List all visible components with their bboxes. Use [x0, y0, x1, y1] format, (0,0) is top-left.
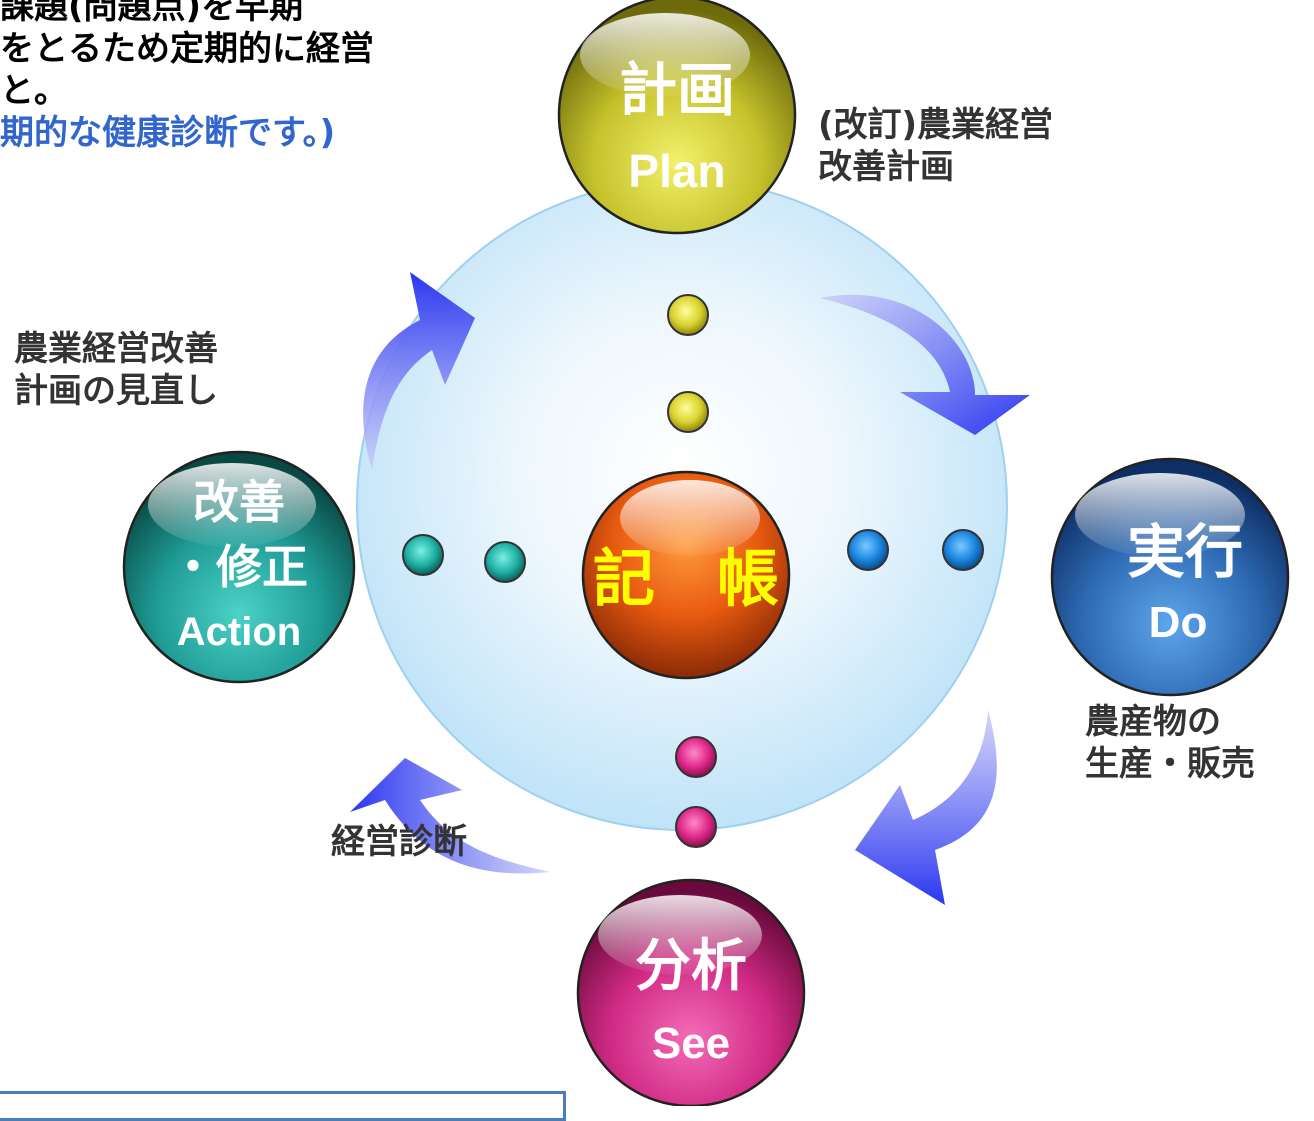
- action-title-line2: ・修正: [170, 540, 308, 594]
- do-sub: Do: [1149, 598, 1208, 647]
- do-note-line-2: 生産・販売: [1085, 744, 1255, 784]
- plan-sub: Plan: [628, 145, 725, 197]
- intro-line-1: 課題(問題点)を早期: [0, 0, 304, 27]
- arrow-action-to-plan: [363, 272, 475, 470]
- action-note-line-1: 農業経営改善: [14, 329, 218, 369]
- do-note-line-1: 農産物の: [1085, 702, 1221, 742]
- intro-text: 課題(問題点)を早期 をとるため定期的に経営 と。 期的な健康診断です。): [0, 0, 374, 154]
- do-sphere: 実行 Do: [1050, 457, 1290, 697]
- see-dot-1: [675, 736, 717, 778]
- do-dot-2: [942, 529, 984, 571]
- see-note-line-1: 経営診断: [331, 822, 467, 862]
- action-dot-1: [402, 534, 444, 576]
- see-sub: See: [652, 1019, 730, 1068]
- plan-sphere: 計画 Plan: [557, 0, 797, 235]
- action-sub: Action: [177, 610, 301, 654]
- see-title: 分析: [635, 934, 747, 999]
- do-dot-1: [847, 529, 889, 571]
- plan-dot-2: [667, 391, 709, 433]
- arrow-see-to-action: [350, 758, 550, 874]
- see-note: 経営診断: [331, 821, 467, 863]
- do-note: 農産物の 生産・販売: [1085, 701, 1255, 785]
- action-sphere: 改善 ・修正 Action: [122, 450, 356, 684]
- action-dot-2: [484, 541, 526, 583]
- do-title: 実行: [1127, 518, 1243, 586]
- plan-note-line-2: 改善計画: [818, 147, 954, 187]
- arrow-do-to-see: [855, 710, 997, 905]
- plan-note: (改訂)農業経営 改善計画: [818, 104, 1053, 188]
- arrow-plan-to-do: [820, 294, 1030, 435]
- intro-line-2: をとるため定期的に経営: [0, 29, 374, 69]
- intro-line-3: と。: [0, 71, 68, 111]
- plan-title: 計画: [619, 56, 735, 124]
- plan-note-line-1: (改訂)農業経営: [818, 105, 1054, 145]
- action-title-line1: 改善: [193, 475, 285, 529]
- bottom-text-box: [0, 1091, 566, 1121]
- action-note-line-2: 計画の見直し: [14, 371, 218, 411]
- plan-dot-1: [667, 294, 709, 336]
- center-bookkeeping-sphere: 記 帳: [581, 470, 791, 680]
- see-sphere: 分析 See: [576, 878, 806, 1106]
- intro-line-4: 期的な健康診断です。): [0, 113, 336, 153]
- action-note: 農業経営改善 計画の見直し: [14, 328, 218, 412]
- see-dot-2: [675, 806, 717, 848]
- center-label: 記 帳: [593, 542, 779, 615]
